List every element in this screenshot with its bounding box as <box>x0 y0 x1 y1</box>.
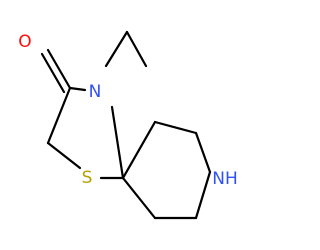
bond-ethyl-ch2 <box>104 30 129 68</box>
bond-nh-lower <box>194 170 212 220</box>
bond-carbonyl-double-b <box>40 52 66 94</box>
bond-ch2-s <box>46 141 82 170</box>
atom-nitrogen-amine: NH <box>212 169 238 189</box>
molecule-structure: O N S NH <box>18 30 238 220</box>
bond-right-nh <box>194 131 212 174</box>
bond-spiro-n <box>110 105 125 180</box>
bond-carbonyl-double-a <box>46 48 72 90</box>
bond-carbonyl-ch2 <box>46 86 72 145</box>
atom-nitrogen-amide: N <box>89 82 102 102</box>
bond-ethyl-ch3 <box>125 30 148 68</box>
atom-oxygen: O <box>18 32 31 52</box>
bond-n-carbonyl <box>68 86 87 92</box>
bond-upper-right <box>153 120 198 135</box>
molecule-canvas: O N S NH <box>18 30 238 220</box>
atom-sulfur: S <box>82 168 93 188</box>
bond-spiro-upper <box>121 120 157 180</box>
bond-bottom-spiro <box>121 176 157 220</box>
